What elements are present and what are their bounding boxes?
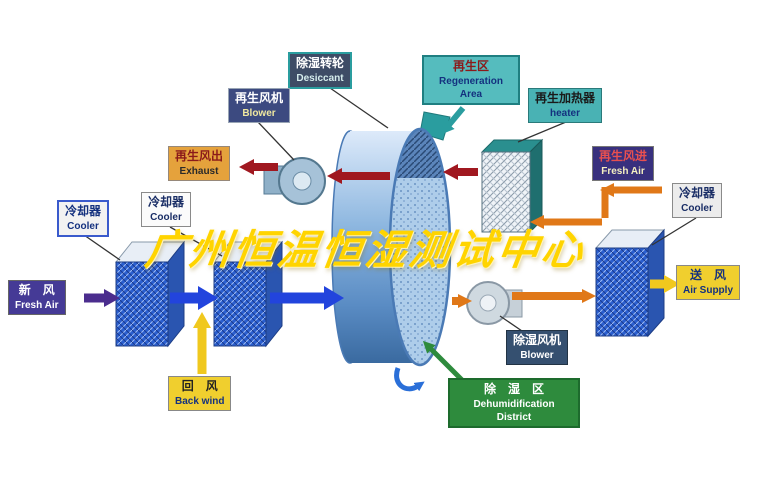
label-regen-fresh-air-cn: 再生风进 (599, 149, 648, 163)
dehumid-zone-pointer-arrow (422, 340, 466, 384)
label-air-supply: 送 风 Air Supply (676, 265, 741, 300)
label-desiccant-wheel: 除湿转轮 Desiccant (288, 52, 353, 89)
label-cooler-left-outer: 冷却器 Cooler (57, 200, 110, 237)
label-exhaust: 再生风出 Exhaust (168, 146, 231, 181)
label-back-wind-en: Back wind (175, 395, 225, 407)
label-dehumid-district-cn: 除 湿 区 (483, 382, 544, 396)
label-exhaust-cn: 再生风出 (175, 149, 224, 163)
label-back-wind-cn: 回 风 (181, 379, 218, 393)
desiccant-wheel-shape (331, 111, 452, 392)
label-regen-area-en: Regeneration Area (439, 75, 503, 100)
regen-heater-box (480, 138, 544, 234)
label-cooler-left-inner-cn: 冷却器 (148, 195, 185, 209)
supply-cooler-box (594, 228, 666, 338)
label-desiccant-wheel-cn: 除湿转轮 (296, 56, 345, 70)
label-cooler-right-cn: 冷却器 (679, 186, 716, 200)
rotation-arrow-icon (394, 367, 425, 392)
label-regen-area: 再生区 Regeneration Area (422, 55, 520, 105)
label-regen-fresh-air-en: Fresh Air (601, 165, 645, 177)
label-regen-blower-en: Blower (242, 107, 276, 119)
label-regen-heater: 再生加热器 heater (528, 88, 603, 123)
label-dehumid-blower-en: Blower (520, 349, 554, 361)
dehumid-blower-shape (466, 281, 523, 325)
label-regen-fresh-air: 再生风进 Fresh Air (592, 146, 655, 181)
label-cooler-left-outer-en: Cooler (67, 220, 99, 232)
label-exhaust-en: Exhaust (179, 165, 219, 177)
label-air-supply-en: Air Supply (683, 284, 734, 296)
label-fresh-air-cn: 新 风 (18, 283, 55, 297)
label-dehumid-blower-cn: 除湿风机 (513, 333, 562, 347)
regen-area-pointer-arrow (440, 106, 466, 135)
label-regen-area-cn: 再生区 (452, 59, 489, 73)
label-cooler-right: 冷却器 Cooler (672, 183, 723, 218)
label-connectors (83, 87, 697, 332)
label-fresh-air: 新 风 Fresh Air (8, 280, 66, 315)
label-dehumid-district-en: Dehumidification District (473, 398, 555, 423)
label-back-wind: 回 风 Back wind (168, 376, 232, 411)
label-cooler-left-inner-en: Cooler (150, 211, 182, 223)
label-cooler-left-outer-cn: 冷却器 (65, 204, 102, 218)
label-regen-blower: 再生风机 Blower (228, 88, 291, 123)
label-cooler-left-inner: 冷却器 Cooler (141, 192, 192, 227)
airflow-arrows (84, 106, 680, 384)
label-dehumid-blower: 除湿风机 Blower (506, 330, 569, 365)
process-cooler-box-1 (114, 240, 186, 348)
label-air-supply-cn: 送 风 (690, 268, 727, 282)
label-cooler-right-en: Cooler (681, 202, 713, 214)
label-desiccant-wheel-en: Desiccant (296, 72, 344, 84)
label-regen-blower-cn: 再生风机 (235, 91, 284, 105)
label-regen-heater-cn: 再生加热器 (535, 91, 596, 105)
label-fresh-air-en: Fresh Air (15, 299, 59, 311)
label-dehumid-district: 除 湿 区 Dehumidification District (448, 378, 580, 428)
watermark-text: 广州恒温恒湿测试中心 (142, 226, 589, 274)
label-regen-heater-en: heater (550, 107, 581, 119)
